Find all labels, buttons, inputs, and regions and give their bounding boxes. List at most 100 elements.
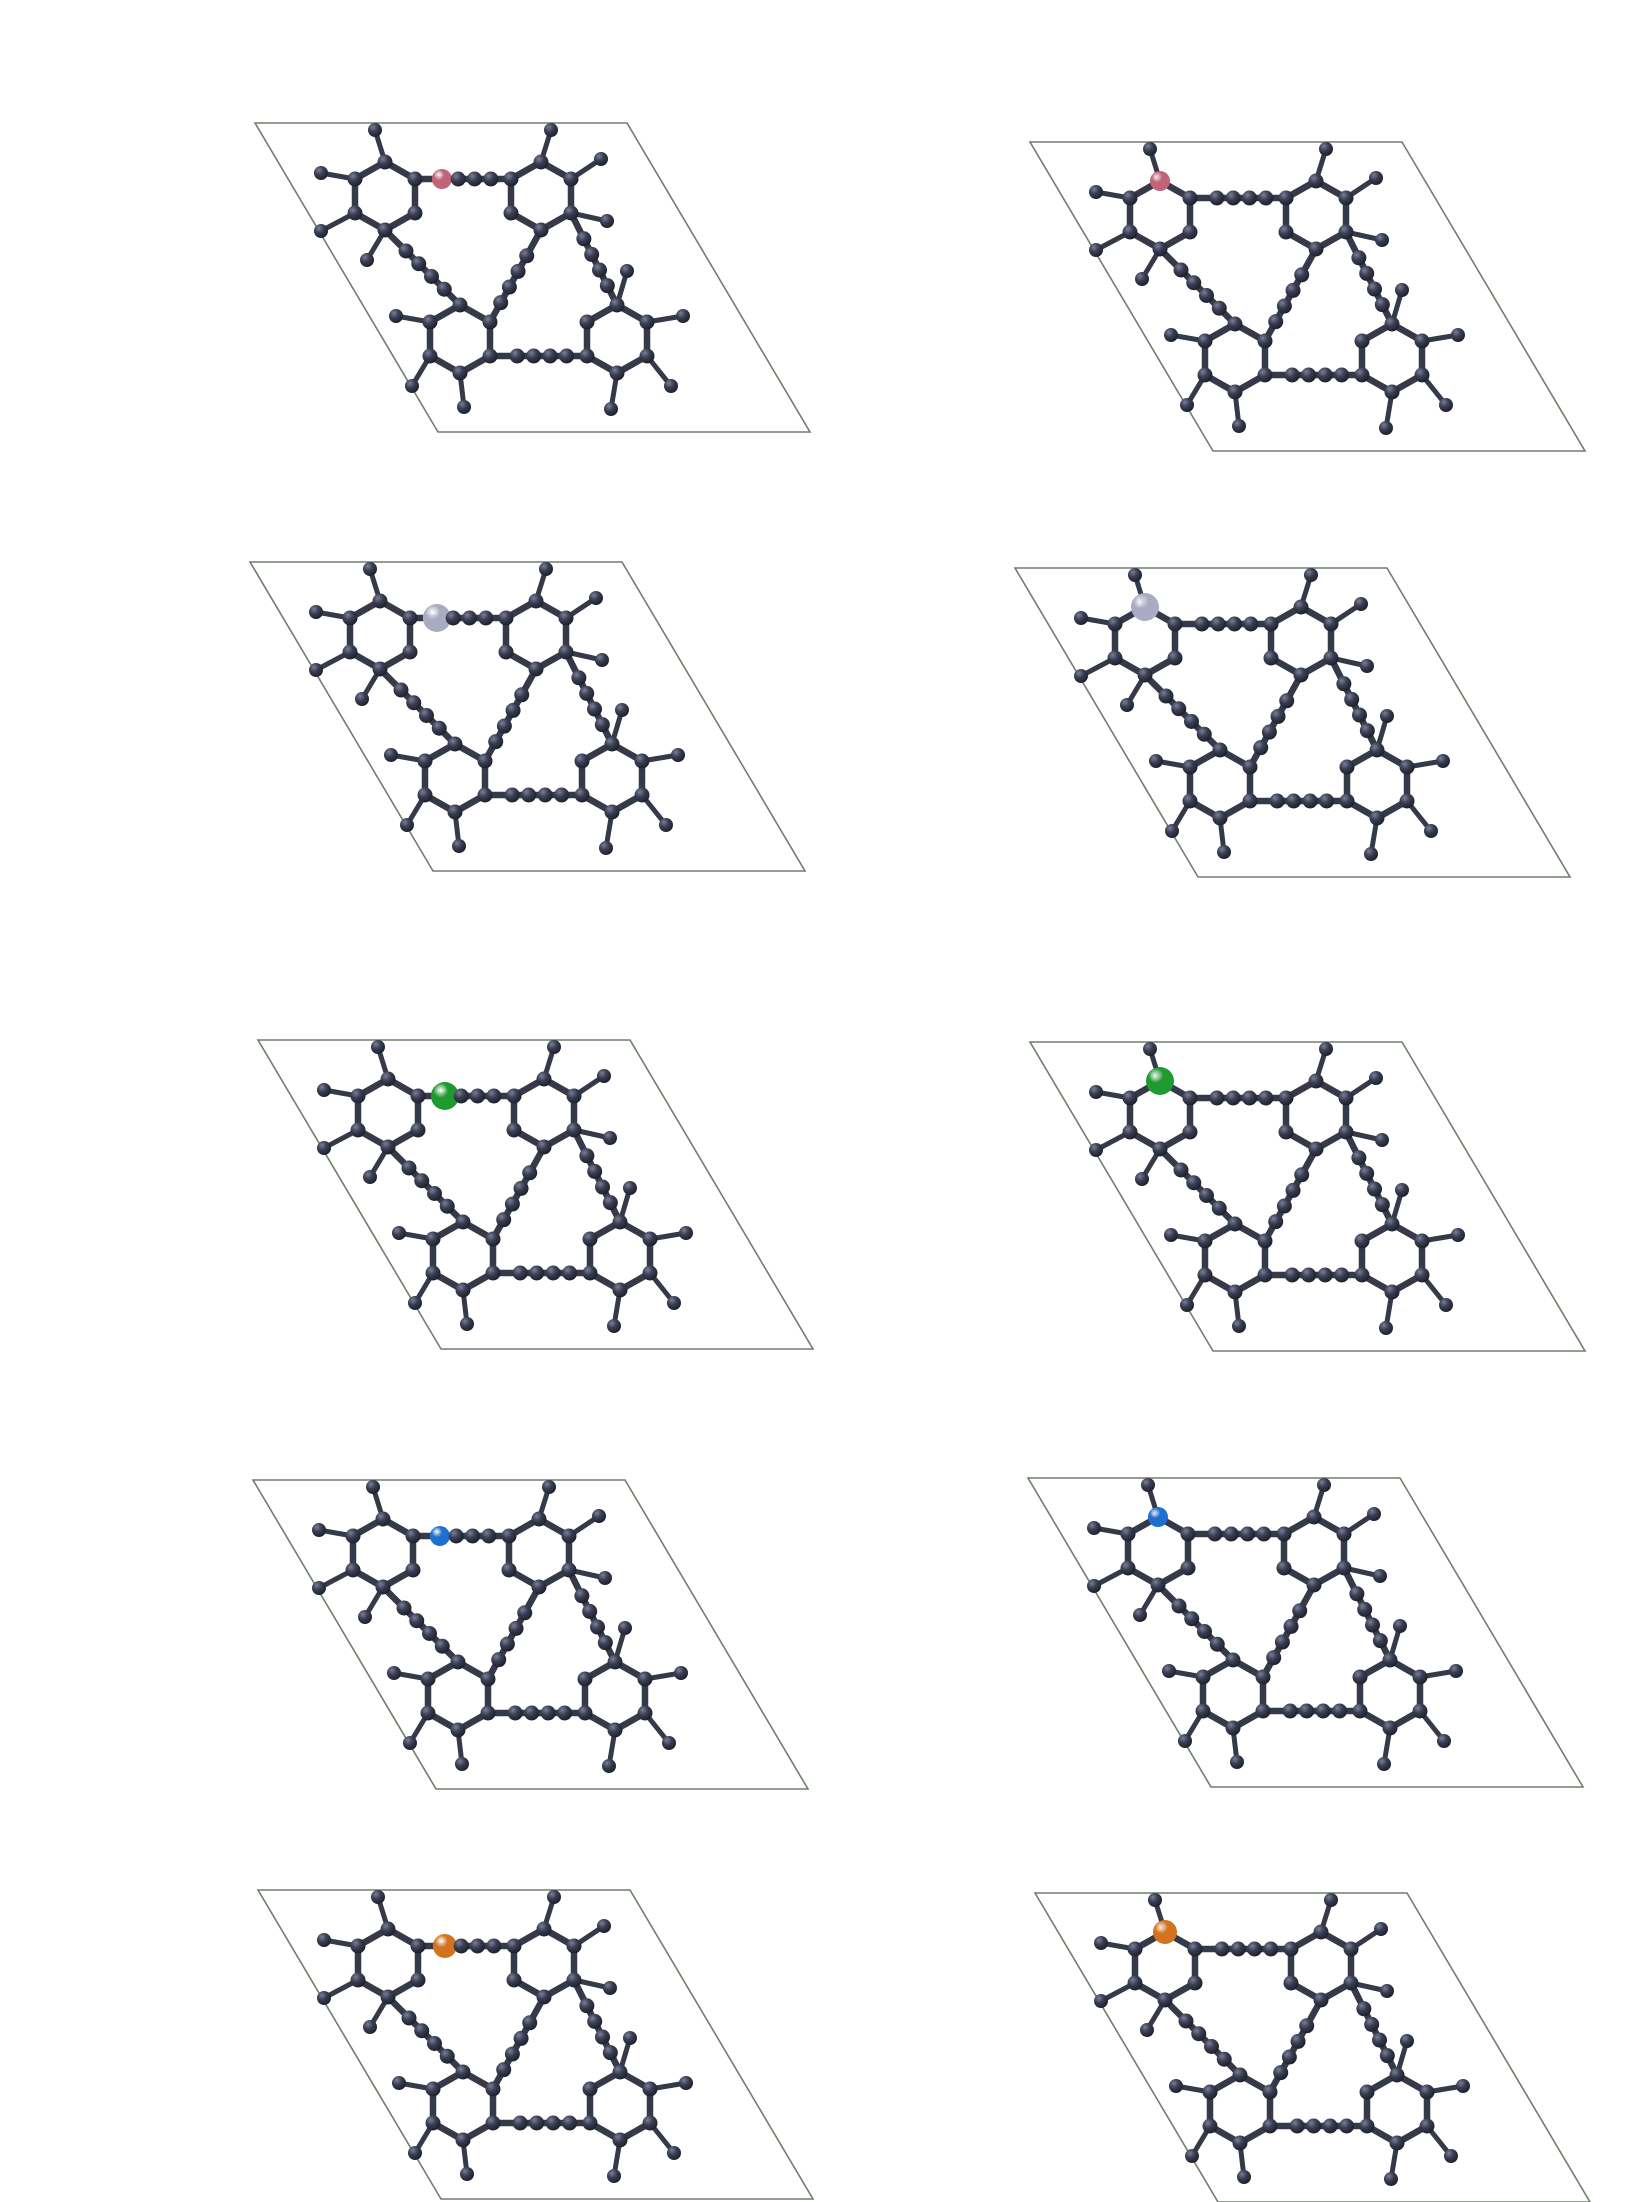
carbon-atom <box>1184 714 1199 729</box>
carbon-atom <box>1242 1090 1258 1106</box>
carbon-atom <box>1449 1664 1463 1678</box>
carbon-atom <box>1317 1267 1333 1283</box>
atoms <box>1089 1042 1465 1335</box>
carbon-atom <box>1210 616 1226 632</box>
carbon-atom <box>1074 611 1088 625</box>
carbon-atom <box>1276 1526 1292 1542</box>
carbon-atom <box>1399 793 1415 809</box>
carbon-atom <box>345 1562 361 1578</box>
carbon-atom <box>377 154 393 170</box>
carbon-atom <box>566 1122 582 1138</box>
carbon-atom <box>410 1938 426 1954</box>
carbon-atom <box>1444 2149 1458 2163</box>
carbon-atom <box>460 1317 474 1331</box>
carbon-atom <box>587 701 603 717</box>
carbon-atom <box>1456 2079 1470 2093</box>
carbon-atom <box>604 736 620 752</box>
carbon-atom <box>1152 1141 1168 1157</box>
carbon-atom <box>598 1571 612 1585</box>
carbon-atom <box>477 753 493 769</box>
carbon-atom <box>1352 707 1368 723</box>
carbon-atom <box>455 1214 471 1230</box>
carbon-atom <box>377 222 393 238</box>
carbon-atom <box>499 1636 515 1652</box>
carbon-atom <box>496 718 512 734</box>
carbon-atom <box>597 1069 611 1083</box>
carbon-atom <box>1359 265 1375 281</box>
atoms <box>317 1890 693 2183</box>
carbon-atom <box>410 1972 426 1988</box>
carbon-atom <box>1369 171 1383 185</box>
carbon-atom <box>398 243 414 259</box>
carbon-atom <box>1313 1992 1329 2008</box>
carbon-atom <box>1294 267 1310 283</box>
carbon-atom <box>1225 1090 1241 1106</box>
carbon-atom <box>1317 1478 1331 1492</box>
carbon-atom <box>1196 726 1212 742</box>
carbon-atom <box>1185 2149 1199 2163</box>
carbon-atom <box>1336 676 1352 692</box>
carbon-atom <box>1308 173 1324 189</box>
carbon-atom <box>1258 1090 1274 1106</box>
carbon-atom <box>1338 190 1354 206</box>
carbon-atom <box>1308 1073 1324 1089</box>
carbon-atom <box>483 171 499 187</box>
carbon-atom <box>1148 1893 1162 1907</box>
carbon-atom <box>659 818 673 832</box>
carbon-atom <box>455 2132 471 2148</box>
panel-2 <box>1028 141 1587 452</box>
carbon-atom <box>603 1981 617 1995</box>
carbon-atom <box>542 348 558 364</box>
carbon-atom <box>639 348 655 364</box>
carbon-atom <box>1322 2118 1338 2134</box>
carbon-atom <box>496 1212 512 1228</box>
carbon-atom <box>1171 701 1187 717</box>
carbon-atom <box>545 2115 561 2131</box>
carbon-atom <box>595 653 609 667</box>
carbon-atom <box>485 2081 501 2097</box>
carbon-atom <box>1197 367 1213 383</box>
carbon-atom <box>674 1666 688 1680</box>
carbon-atom <box>1377 1757 1391 1771</box>
carbon-atom <box>562 2115 578 2131</box>
carbon-atom <box>380 1139 396 1155</box>
carbon-atom <box>1389 2135 1405 2151</box>
carbon-atom <box>1087 1521 1101 1535</box>
carbon-atom <box>1143 142 1157 156</box>
carbon-atom <box>579 314 595 330</box>
carbon-atom <box>1354 367 1370 383</box>
carbon-atom <box>431 720 447 736</box>
unit-cell-border <box>1026 1477 1585 1788</box>
carbon-atom <box>405 1528 421 1544</box>
carbon-atom <box>392 2076 406 2090</box>
panel-10 <box>1033 1892 1591 2202</box>
carbon-atom <box>366 1480 380 1494</box>
carbon-atom <box>1369 810 1385 826</box>
carbon-atom <box>1173 1162 1189 1178</box>
carbon-atom <box>1384 2172 1398 2186</box>
carbon-atom <box>1393 1619 1407 1633</box>
carbon-atom <box>420 1705 436 1721</box>
carbon-atom <box>1240 1526 1256 1542</box>
carbon-atom <box>1281 2049 1297 2065</box>
carbon-atom <box>485 1265 501 1281</box>
carbon-atom <box>1319 793 1335 809</box>
carbon-atom <box>1374 1197 1390 1213</box>
carbon-atom <box>597 1635 613 1651</box>
carbon-atom <box>447 736 463 752</box>
carbon-atom <box>425 2115 441 2131</box>
carbon-atom <box>554 787 570 803</box>
carbon-atom <box>1141 1478 1155 1492</box>
carbon-atom <box>1356 2001 1372 2017</box>
carbon-atom <box>639 314 655 330</box>
carbon-atom <box>676 309 690 323</box>
carbon-atom <box>420 1671 436 1687</box>
carbon-atom <box>574 753 590 769</box>
carbon-atom <box>350 1122 366 1138</box>
carbon-atom <box>579 1148 595 1164</box>
carbon-atom <box>612 1214 628 1230</box>
carbon-atom <box>667 1296 681 1310</box>
carbon-atom <box>561 1528 577 1544</box>
carbon-atom <box>1232 1319 1246 1333</box>
carbon-atom <box>602 2045 618 2061</box>
